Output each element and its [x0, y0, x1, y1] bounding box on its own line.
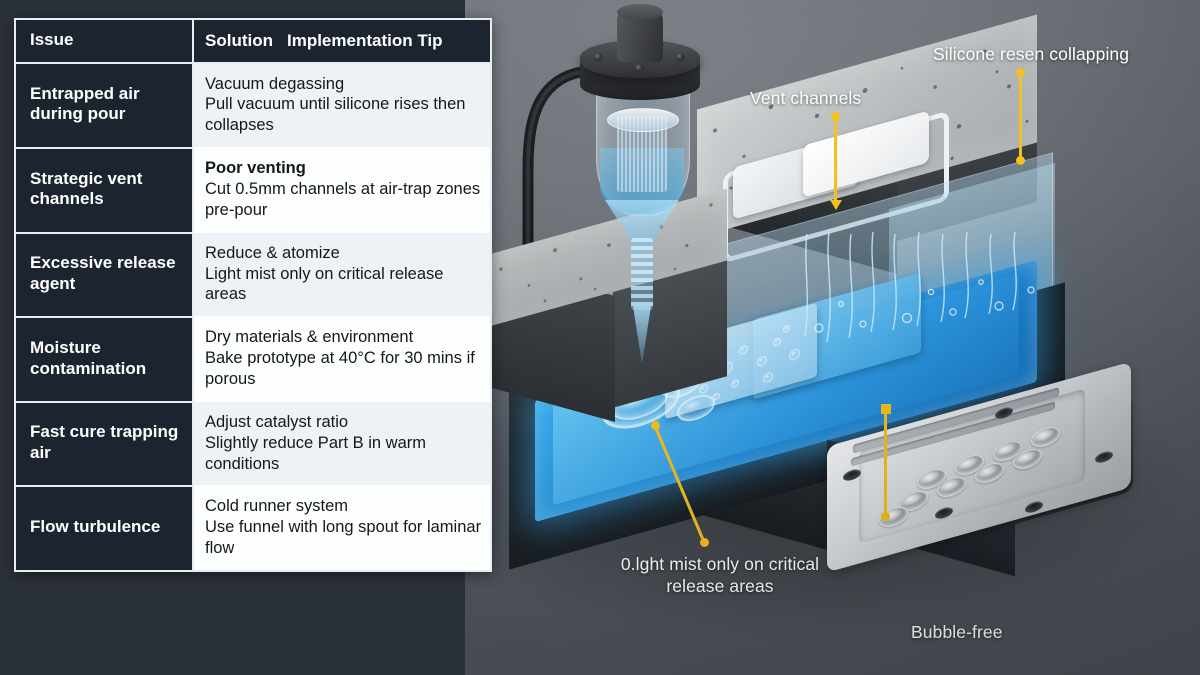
callout-dot-silicone-end [1016, 156, 1025, 165]
callout-label-light-mist: 0.lght mist only on critical release are… [575, 553, 865, 598]
table-cell-solution-title: Vacuum degassing [205, 74, 345, 93]
table-cell-issue: Fast cure trapping air [16, 400, 194, 486]
table-cell-issue: Flow turbulence [16, 485, 194, 570]
table-cell-solution-title: Reduce & atomize [205, 243, 340, 262]
table-header-issue: Issue [16, 20, 194, 62]
troubleshooting-table: Issue Solution Implementation Tip Entrap… [14, 18, 492, 572]
callout-label-bubble-free: Bubble-free [911, 622, 1003, 642]
callout-line-vent [834, 116, 837, 202]
table-cell-solution-title: Dry materials & environment [205, 328, 414, 347]
table-cell-implementation-tip: Use funnel with long spout for laminar f… [205, 518, 482, 558]
callout-label-vent-channels: Vent channels [750, 88, 862, 108]
table-cell-solution-title: Poor venting [205, 159, 306, 178]
pour-spout-coil [631, 238, 653, 310]
vacuum-jar-disc [607, 108, 679, 132]
callout-square-bubble-free [881, 404, 891, 414]
callout-dot-mist-end [700, 538, 709, 547]
callout-arrow-vent [830, 200, 842, 210]
table-cell-issue: Moisture contamination [16, 316, 194, 401]
table-cell-issue: Strategic vent channels [16, 147, 194, 232]
callout-line-silicone [1019, 72, 1022, 160]
callout-dot-bubble-free [881, 512, 890, 521]
table-header-solution: Solution [205, 31, 273, 50]
table-cell-implementation-tip: Cut 0.5mm channels at air-trap zones pre… [205, 179, 481, 219]
vent-flow-streaks [804, 232, 1035, 343]
callout-dot-mist-start [651, 421, 660, 430]
callout-label-silicone-resin-collapsing: Silicone resen collapping [933, 44, 1130, 64]
table-header-row: Issue Solution Implementation Tip [16, 20, 490, 64]
callout-label-light-mist-line1: 0.lght mist only on critical [620, 554, 820, 574]
table-cell-implementation-tip: Pull vacuum until silicone rises then co… [205, 95, 466, 135]
callout-line-mist [653, 425, 706, 543]
table-cell-solution-title: Adjust catalyst ratio [205, 412, 349, 431]
table-cell-implementation-tip: Light mist only on critical release area… [205, 264, 444, 304]
table-cell-issue: Excessive release agent [16, 231, 194, 317]
table-cell-implementation-tip: Slightly reduce Part B in warm condition… [205, 433, 427, 473]
table-header-implementation-tip: Implementation Tip [286, 31, 443, 50]
process-illustration: Silicone resen collapping Vent channels … [465, 0, 1200, 675]
callout-line-bubble-free [884, 412, 887, 516]
vacuum-knob-top [617, 4, 663, 20]
table-cell-solution-title: Cold runner system [205, 497, 349, 516]
table-header-solution-tip: Solution Implementation Tip [194, 20, 490, 62]
table-cell-issue: Entrapped air during pour [16, 63, 194, 148]
table-cell-implementation-tip: Bake prototype at 40°C for 30 mins if po… [205, 349, 475, 388]
callout-label-light-mist-line2: release areas [666, 576, 774, 597]
